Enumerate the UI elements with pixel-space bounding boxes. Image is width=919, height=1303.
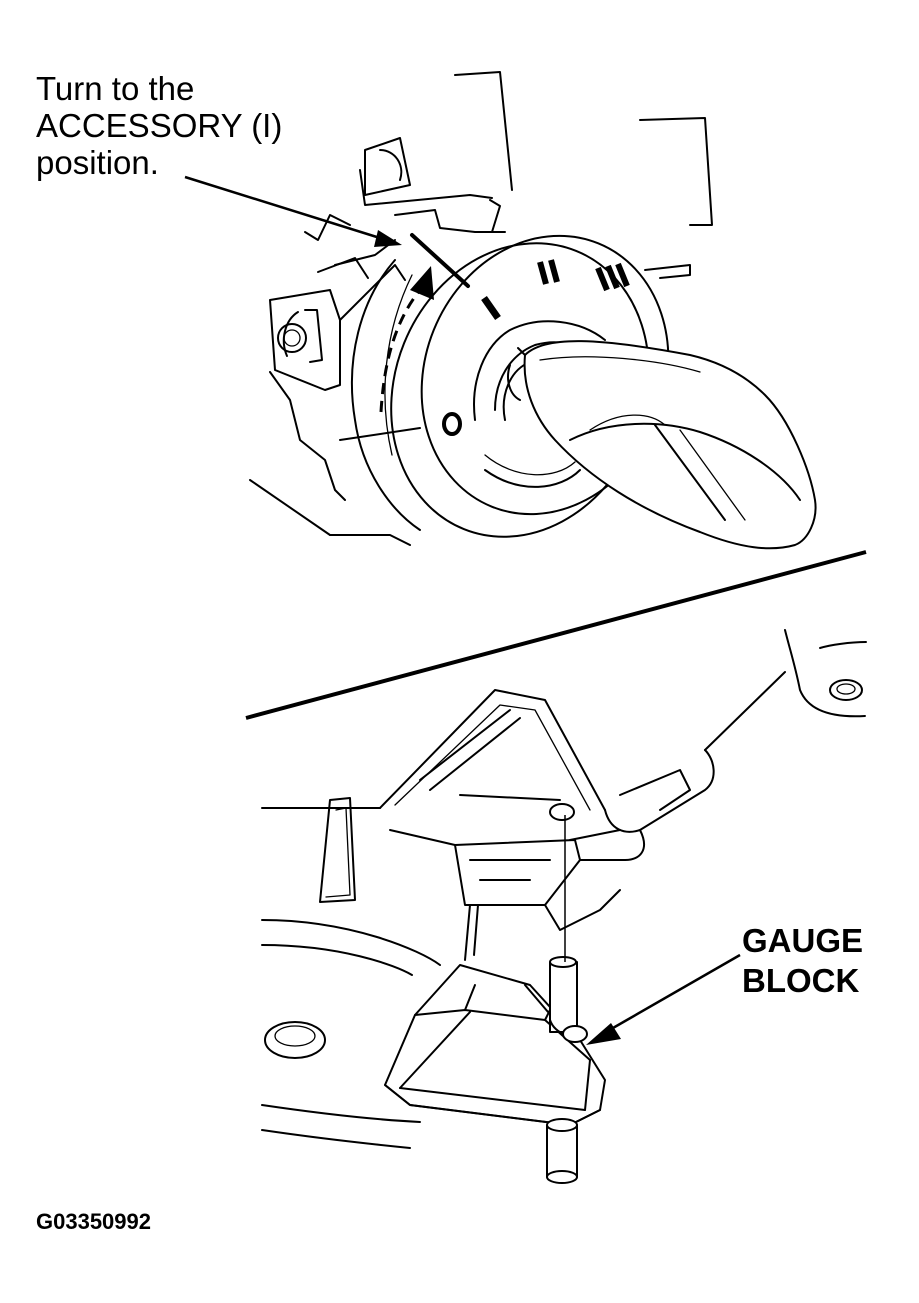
accessory-position-callout: Turn to the ACCESSORY (I) position. (36, 72, 282, 183)
gauge-block-tool (384, 815, 606, 1184)
accessory-callout-line-3: position. (36, 144, 159, 181)
on-position-mark (537, 259, 560, 285)
position-markings (410, 233, 630, 436)
gauge-callout-line-2: BLOCK (742, 962, 860, 999)
gauge-callout-line-1: GAUGE (742, 922, 864, 959)
off-position-mark (442, 412, 462, 436)
accessory-callout-line-2: ACCESSORY (I) (36, 107, 283, 144)
rotation-arrow (379, 266, 434, 413)
accessory-position-mark (481, 295, 501, 321)
figure-id-label: G03350992 (36, 1209, 151, 1234)
gauge-block-callout: GAUGE BLOCK (742, 924, 863, 1004)
view-divider-line (245, 550, 867, 720)
accessory-index-line (410, 233, 470, 288)
gauge-block-leader-arrow (586, 953, 741, 1045)
lock-cylinder-body (249, 264, 421, 546)
column-tab (319, 797, 356, 903)
steering-hub (261, 904, 479, 1149)
column-cover (261, 629, 867, 931)
accessory-callout-line-1: Turn to the (36, 70, 195, 107)
accessory-leader-arrow (184, 175, 402, 247)
ignition-key (507, 340, 817, 550)
start-position-mark (595, 262, 630, 292)
